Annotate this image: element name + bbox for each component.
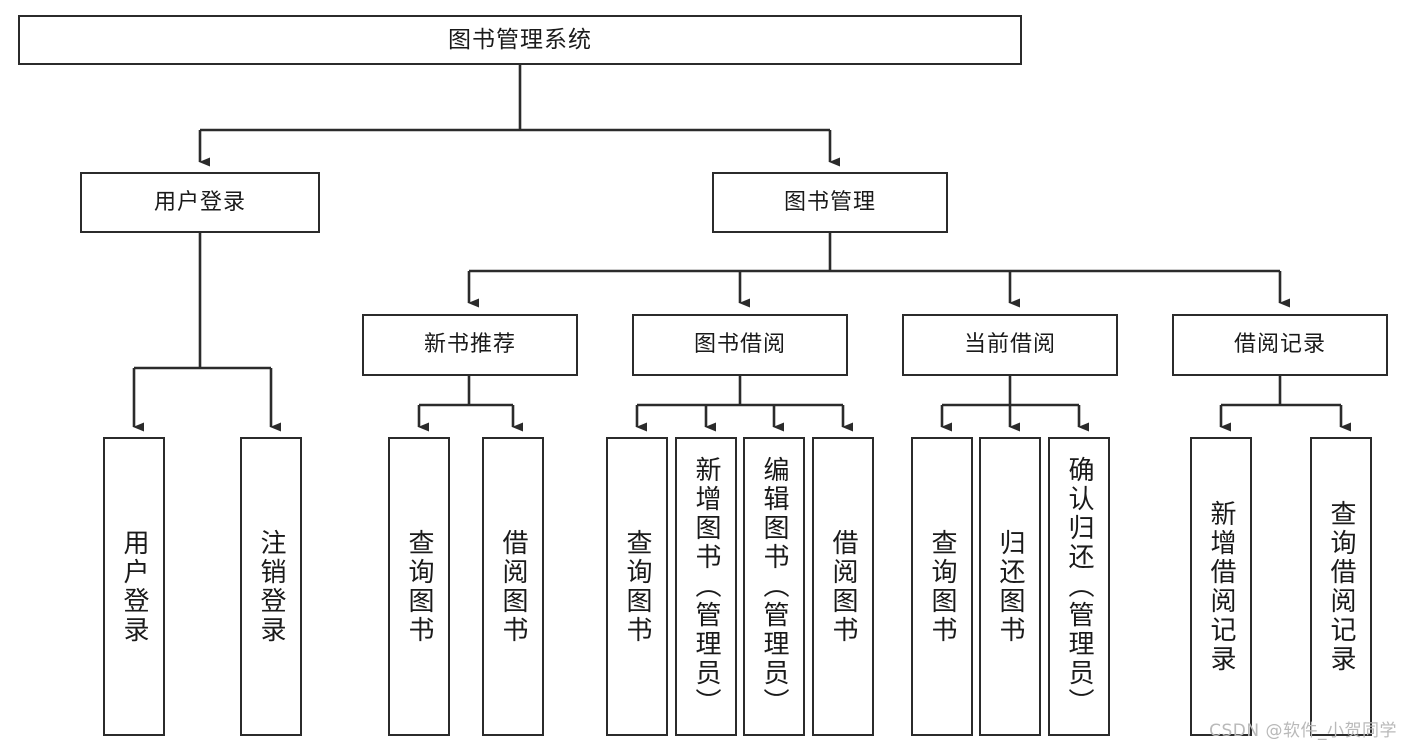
node-user-login-label: 用户登录 [153, 189, 246, 215]
leaf-label: 查询图书 [927, 528, 958, 645]
leaf-label: 查询借阅记录 [1326, 499, 1357, 674]
leaf-new-book-0[interactable]: 查询图书 [388, 437, 450, 736]
node-book-borrow-label: 图书借阅 [693, 332, 786, 358]
leaf-user-login-0[interactable]: 用户登录 [103, 437, 165, 736]
node-current-borrow[interactable]: 当前借阅 [902, 314, 1118, 376]
node-user-login[interactable]: 用户登录 [80, 172, 320, 233]
node-new-book-recommend-label: 新书推荐 [423, 332, 516, 358]
leaf-current-borrow-0[interactable]: 查询图书 [911, 437, 973, 736]
node-current-borrow-label: 当前借阅 [963, 332, 1056, 358]
leaf-book-borrow-0[interactable]: 查询图书 [606, 437, 668, 736]
leaf-label: 确认归还（管理员） [1064, 456, 1095, 717]
leaf-label: 注销登录 [256, 528, 287, 645]
leaf-label: 用户登录 [119, 528, 150, 645]
leaf-label: 借阅图书 [828, 528, 859, 645]
leaf-current-borrow-2[interactable]: 确认归还（管理员） [1048, 437, 1110, 736]
node-book-management[interactable]: 图书管理 [712, 172, 948, 233]
node-root-label: 图书管理系统 [448, 26, 592, 53]
leaf-current-borrow-1[interactable]: 归还图书 [979, 437, 1041, 736]
leaf-borrow-record-0[interactable]: 新增借阅记录 [1190, 437, 1252, 736]
leaf-label: 借阅图书 [498, 528, 529, 645]
node-book-borrow[interactable]: 图书借阅 [632, 314, 848, 376]
leaf-label: 编辑图书（管理员） [759, 456, 790, 717]
leaf-label: 归还图书 [995, 528, 1026, 645]
node-root[interactable]: 图书管理系统 [18, 15, 1022, 65]
node-borrow-record-label: 借阅记录 [1233, 332, 1326, 358]
leaf-book-borrow-1[interactable]: 新增图书（管理员） [675, 437, 737, 736]
watermark: CSDN @软件_小贺同学 [1209, 721, 1397, 741]
leaf-book-borrow-2[interactable]: 编辑图书（管理员） [743, 437, 805, 736]
leaf-user-login-1[interactable]: 注销登录 [240, 437, 302, 736]
leaf-new-book-1[interactable]: 借阅图书 [482, 437, 544, 736]
leaf-label: 新增借阅记录 [1206, 499, 1237, 674]
leaf-borrow-record-1[interactable]: 查询借阅记录 [1310, 437, 1372, 736]
node-new-book-recommend[interactable]: 新书推荐 [362, 314, 578, 376]
node-borrow-record[interactable]: 借阅记录 [1172, 314, 1388, 376]
node-book-management-label: 图书管理 [783, 189, 876, 215]
leaf-label: 查询图书 [404, 528, 435, 645]
leaf-book-borrow-3[interactable]: 借阅图书 [812, 437, 874, 736]
leaf-label: 新增图书（管理员） [691, 456, 722, 717]
leaf-label: 查询图书 [622, 528, 653, 645]
